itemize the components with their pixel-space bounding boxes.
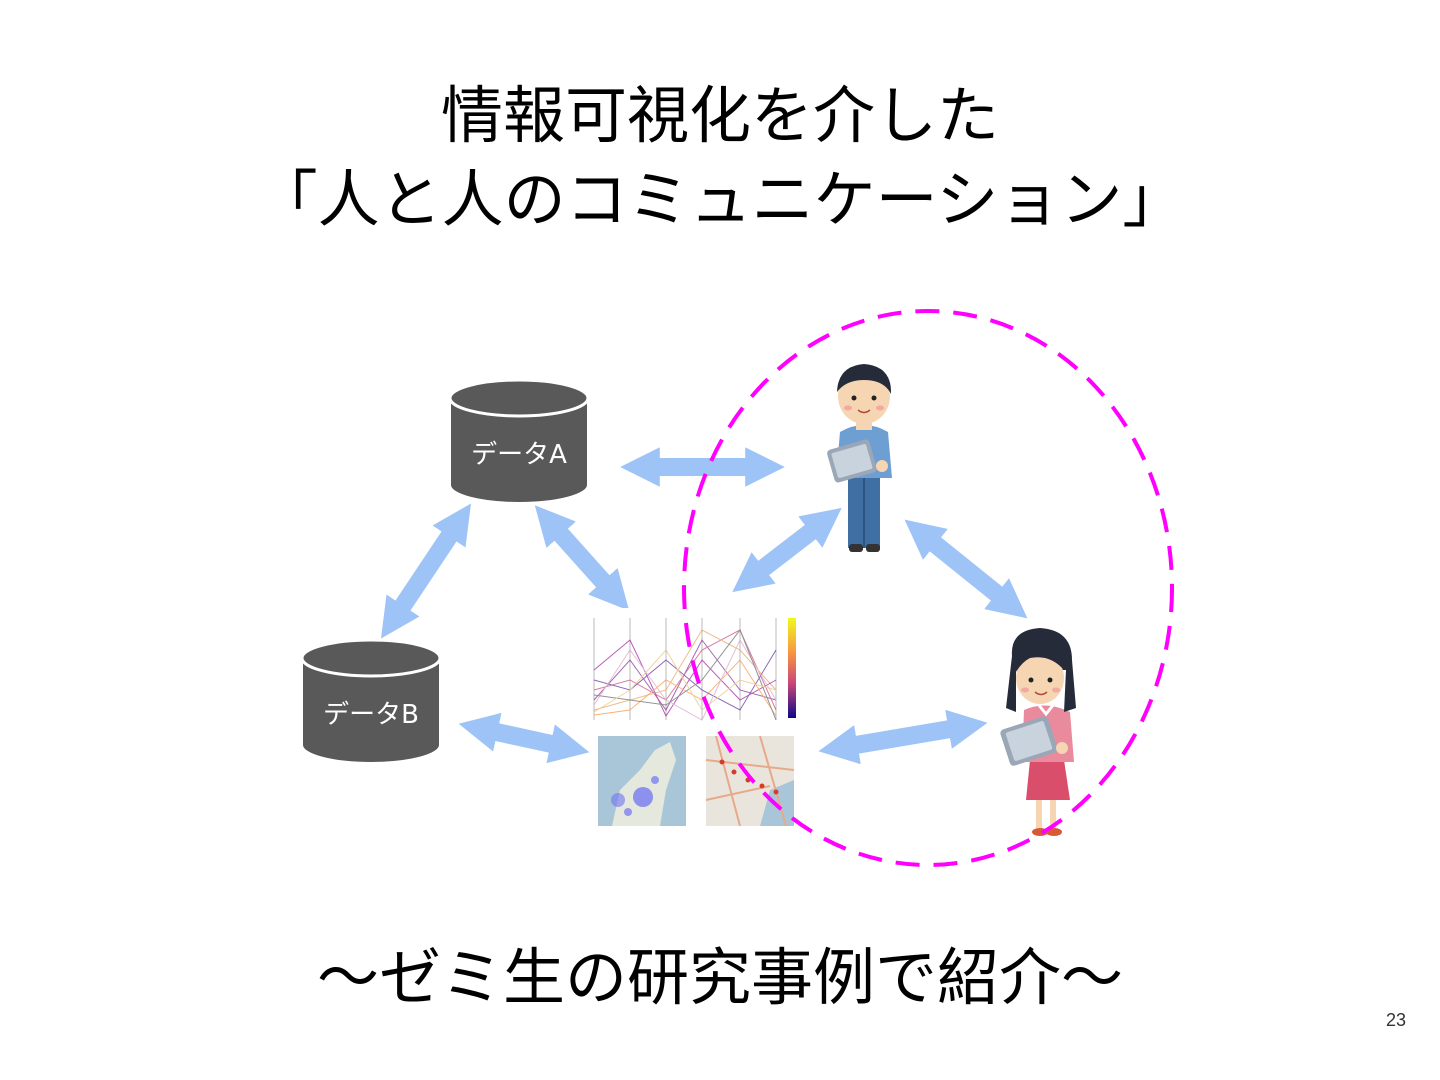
person-man-with-tablet (827, 364, 892, 552)
arrow-person1-person2 (904, 519, 1028, 619)
arrow-person1-visualization (732, 507, 842, 593)
arrow-dataa-visualization (534, 505, 630, 611)
database-data-b: データB (300, 638, 442, 764)
slide-title-line2: 「人と人のコミュニケーション」 (255, 163, 1185, 236)
database-label-b: データB (323, 700, 419, 730)
slide-title-line1: 情報可視化を介した (440, 79, 999, 152)
database-data-a: データA (448, 378, 590, 504)
database-label-a: データA (471, 440, 567, 470)
bubble-map-visualization (598, 736, 686, 826)
person-woman-with-tablet (1000, 628, 1076, 836)
parallel-coordinates-visualization (588, 608, 810, 724)
street-map-visualization (705, 735, 795, 827)
slide-subtitle: 〜ゼミ生の研究事例で紹介〜 (316, 941, 1123, 1014)
page-number: 23 (1385, 1010, 1406, 1030)
arrow-datab-visualization (458, 712, 590, 764)
arrows (381, 447, 1028, 765)
dashed-communication-circle (682, 309, 1174, 867)
arrow-dataa-datab (381, 503, 471, 639)
arrow-visualization-person2 (818, 709, 988, 765)
